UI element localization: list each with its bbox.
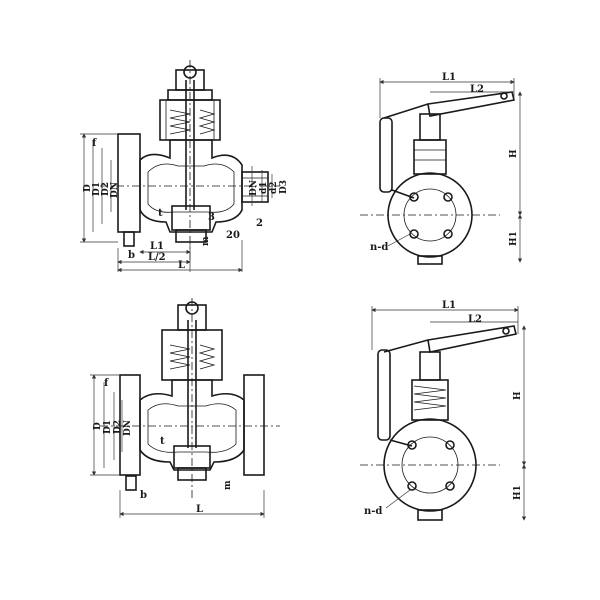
bottom-label-t: t [160, 436, 165, 447]
bottom-side-label-L1: L1 [442, 300, 456, 311]
label-D2: D2 [101, 182, 111, 196]
label-DN-left: DN [110, 182, 120, 198]
bottom-side-view: L1 L2 H H1 n-d [360, 300, 527, 521]
label-d1: d1 [259, 181, 269, 194]
bottom-label-DN: DN [123, 420, 133, 436]
bottom-valve-body [139, 379, 245, 471]
body-cavity [147, 163, 235, 213]
label-3: 3 [208, 212, 215, 223]
valve-body [139, 139, 243, 233]
top-side-view: L1 L2 H H1 n-d [360, 72, 523, 265]
bottom-side-label-nd: n-d [364, 506, 382, 517]
label-m: m [201, 236, 211, 246]
top-label-L1: L1 [442, 72, 456, 83]
left-flange [117, 133, 141, 233]
top-link-bar [379, 117, 393, 193]
bottom-section-view: D D1 D2 DN f t m b L [90, 298, 280, 518]
bottom-right-flange [243, 374, 265, 476]
valve-plug [171, 205, 211, 231]
bottom-label-m: m [223, 480, 233, 490]
bottom-side-label-H: H [513, 391, 523, 400]
label-L: L [178, 260, 185, 271]
top-bonnet-side [413, 139, 447, 175]
label-2: 2 [256, 218, 263, 229]
label-20: 20 [226, 230, 240, 241]
label-b: b [128, 250, 135, 261]
bottom-label-b: b [140, 490, 147, 501]
bottom-label-D2: D2 [113, 420, 123, 434]
top-label-nd: n-d [370, 242, 388, 253]
label-d2: d2 [269, 181, 279, 194]
label-L-half: L/2 [148, 252, 166, 263]
bottom-side-label-H1: H1 [513, 485, 523, 500]
bottom-label-D: D [93, 422, 103, 430]
top-section-view: D D1 D2 DN f DN d1 d2 D3 3 2 20 t m b L1… [80, 60, 289, 273]
drain-plug [123, 231, 135, 247]
stem-head [175, 69, 205, 91]
label-t: t [158, 208, 163, 219]
label-DN-right: DN [249, 180, 259, 196]
label-D: D [83, 184, 93, 192]
bottom-spring-side [413, 385, 447, 411]
label-f: f [92, 138, 97, 149]
top-label-L2: L2 [470, 84, 484, 95]
right-spigot [241, 171, 269, 203]
top-label-H: H [509, 149, 519, 158]
bottom-label-L: L [196, 504, 203, 515]
spring [169, 109, 216, 135]
bottom-link-bar [377, 349, 391, 441]
label-D1: D1 [92, 182, 102, 196]
label-L1: L1 [150, 241, 164, 252]
top-stem-side [419, 113, 441, 141]
top-label-H1: H1 [509, 231, 519, 246]
bottom-label-f: f [104, 378, 109, 389]
label-D3: D3 [279, 180, 289, 194]
bottom-lever-arm [427, 325, 517, 353]
bottom-side-label-L2: L2 [468, 314, 482, 325]
bottom-label-D1: D1 [103, 420, 113, 434]
bottom-nut [175, 229, 207, 243]
